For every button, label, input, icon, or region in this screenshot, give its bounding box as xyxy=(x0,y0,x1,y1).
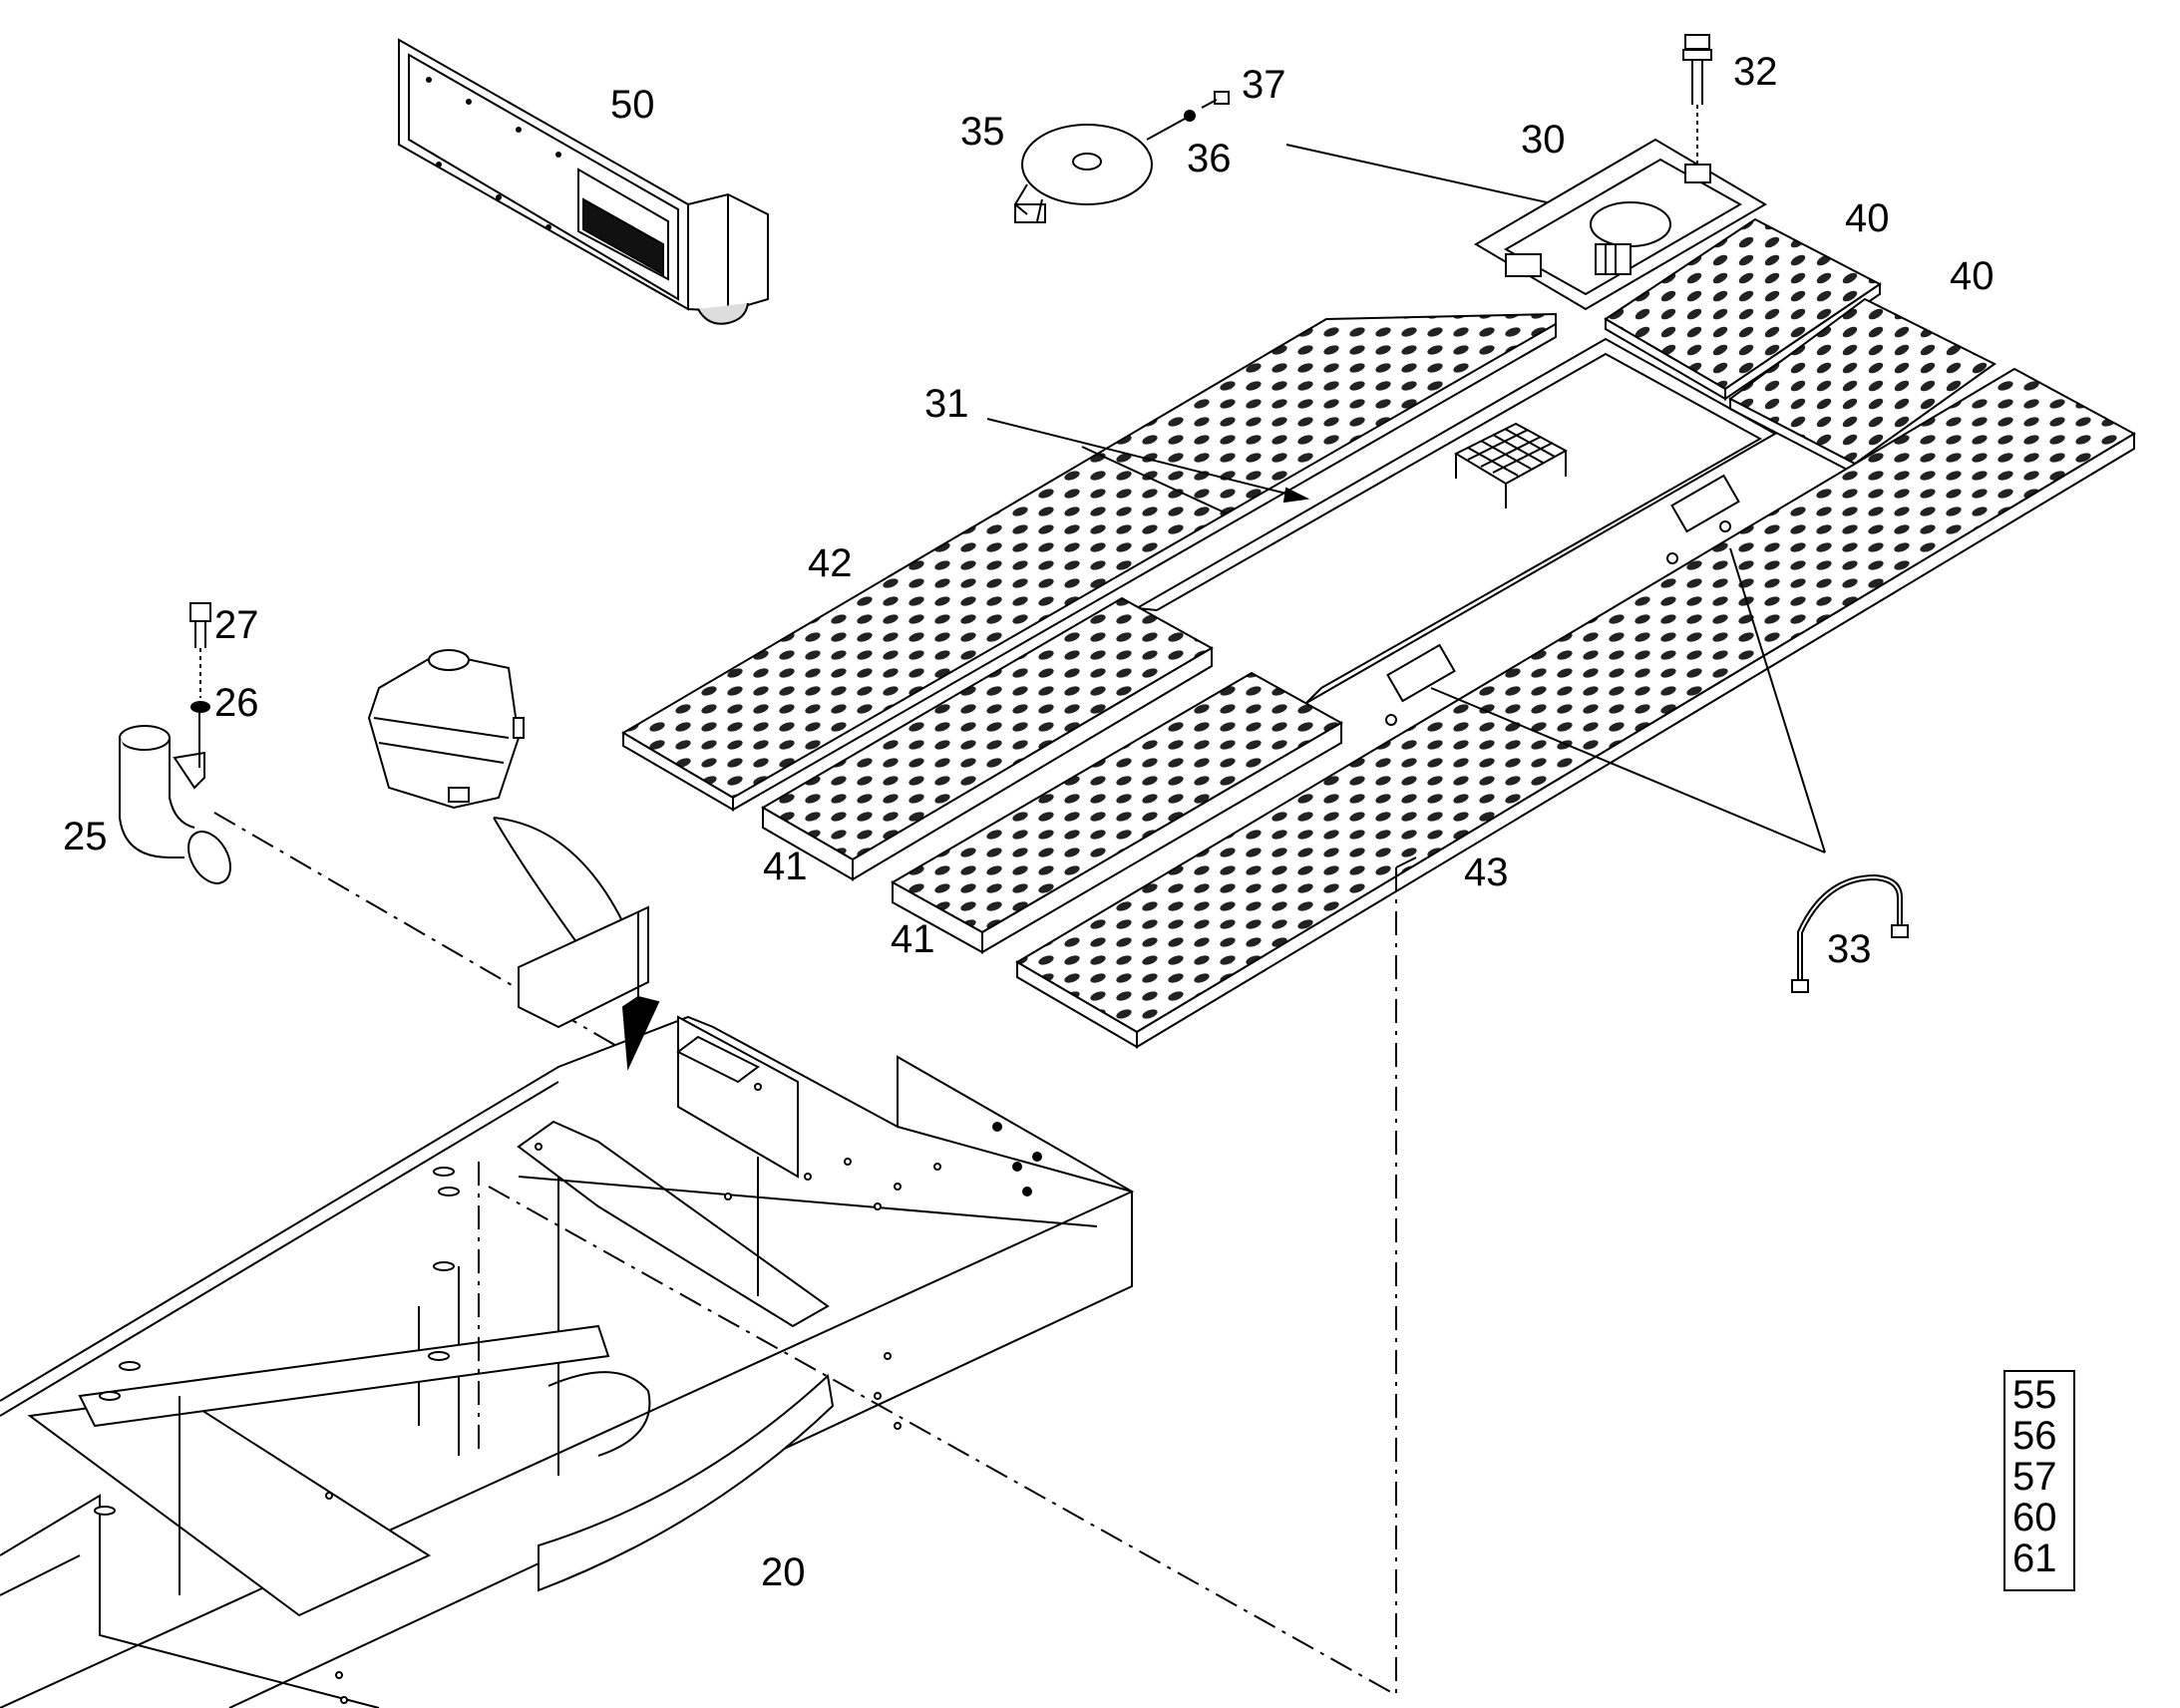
grating-grid xyxy=(1456,424,1566,509)
part-33-u-bolt xyxy=(1792,877,1908,992)
callout-41-b: 41 xyxy=(891,917,935,961)
callout-31: 31 xyxy=(924,382,969,426)
callout-41-a: 41 xyxy=(763,845,808,888)
reference-numbers: 55 56 57 60 61 xyxy=(2012,1373,2057,1580)
callout-36: 36 xyxy=(1187,137,1232,180)
callout-25: 25 xyxy=(63,815,108,858)
callout-50: 50 xyxy=(610,83,655,127)
part-50-access-duct xyxy=(399,40,768,324)
leader-33-a xyxy=(1430,687,1826,854)
part-41-panel-b xyxy=(893,673,1341,952)
part-40-panel-a xyxy=(1606,219,1880,399)
callout-20: 20 xyxy=(761,1550,806,1594)
callout-27: 27 xyxy=(214,603,259,647)
callout-37: 37 xyxy=(1242,63,1286,107)
part-42-panel xyxy=(623,314,1556,810)
part-25-elbow-pipe xyxy=(120,713,239,890)
leader-31b xyxy=(1081,446,1228,514)
reference-number: 56 xyxy=(2012,1414,2057,1458)
callout-42: 42 xyxy=(808,541,853,585)
callout-32: 32 xyxy=(1733,50,1778,94)
callout-33: 33 xyxy=(1827,927,1872,971)
reservoir-tank xyxy=(369,650,524,808)
part-27-screw xyxy=(190,603,210,698)
part-43-panel xyxy=(1017,369,2134,1047)
leader-33-b xyxy=(1729,547,1826,854)
reference-number: 61 xyxy=(2012,1537,2057,1580)
part-20-chassis xyxy=(0,907,1132,1708)
part-37-screw xyxy=(1202,92,1229,108)
leader-31 xyxy=(986,418,1307,500)
assembly-line-25 xyxy=(213,812,619,1048)
reference-number: 55 xyxy=(2012,1373,2057,1417)
reference-number: 57 xyxy=(2012,1455,2057,1499)
part-26-washer xyxy=(191,702,209,712)
callout-labels: 50 35 37 36 32 30 40 40 31 42 27 26 25 4… xyxy=(63,50,1995,1594)
reference-number: 60 xyxy=(2012,1496,2057,1539)
callout-43: 43 xyxy=(1464,851,1509,894)
part-30-top-frame xyxy=(1476,140,1765,309)
frame-handles xyxy=(1386,476,1738,725)
callout-35: 35 xyxy=(960,110,1005,154)
callout-40-a: 40 xyxy=(1845,196,1890,240)
callout-40-b: 40 xyxy=(1950,254,1995,298)
part-41-panel-a xyxy=(763,598,1212,879)
reference-box xyxy=(2003,1370,2075,1591)
callout-30: 30 xyxy=(1521,118,1566,162)
part-35-cover-disc xyxy=(1015,125,1152,222)
part-32-bolt xyxy=(1683,35,1711,179)
callout-26: 26 xyxy=(214,681,259,725)
part-36-washer xyxy=(1147,111,1195,140)
